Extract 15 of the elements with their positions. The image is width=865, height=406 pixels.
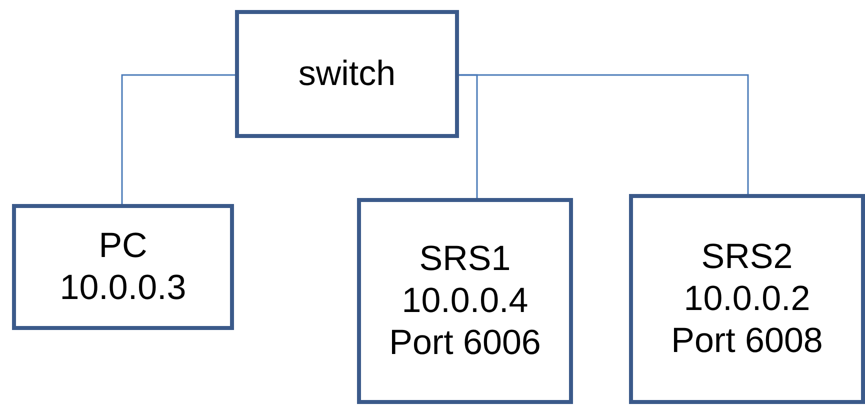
device-detail: 10.0.0.4 <box>402 280 528 322</box>
device-box <box>12 204 234 330</box>
device-detail: 10.0.0.2 <box>684 278 810 320</box>
connector-line <box>121 74 235 204</box>
device-name: PC <box>98 225 148 267</box>
device-detail: 10.0.0.3 <box>60 267 186 309</box>
device-box <box>357 198 573 404</box>
device-detail: Port 6008 <box>671 320 823 362</box>
device-box <box>629 194 865 404</box>
device-name: switch <box>298 53 396 95</box>
device-detail: Port 6006 <box>389 322 541 364</box>
device-name: SRS2 <box>701 236 793 278</box>
device-box <box>235 10 459 138</box>
device-name: SRS1 <box>419 238 511 280</box>
connector-line <box>459 74 749 194</box>
